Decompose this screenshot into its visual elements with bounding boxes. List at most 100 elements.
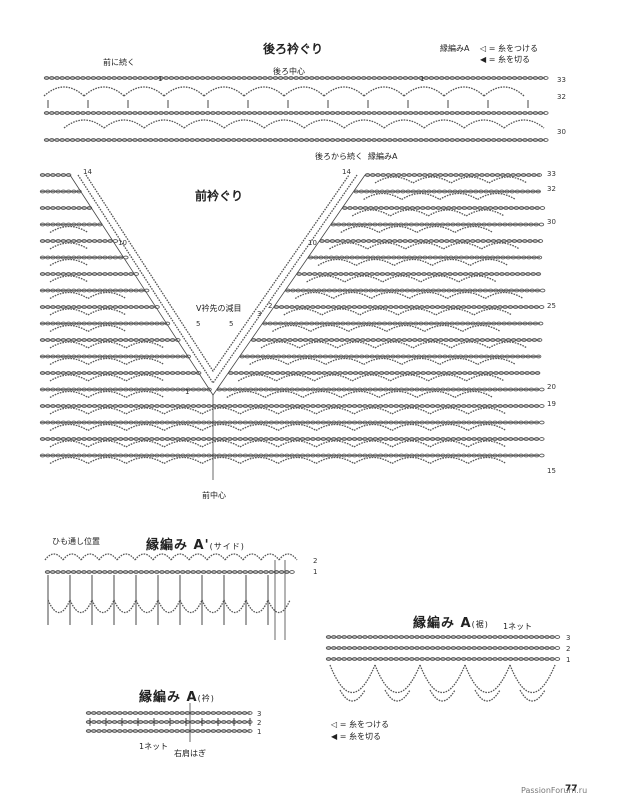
front-left-row-chain <box>86 387 93 392</box>
front-right-row-chain <box>413 222 420 227</box>
front-left-row-chain <box>50 272 56 276</box>
front-right-row-chain <box>398 222 404 227</box>
side-top-scallop <box>152 553 172 561</box>
front-right-arch <box>226 390 266 399</box>
front-left-row-chain <box>76 321 82 326</box>
back-bot-chain <box>511 138 518 142</box>
front-arch <box>125 423 165 432</box>
front-right-row-chain <box>490 338 496 342</box>
back-mid-chain <box>527 111 533 115</box>
front-row-chain <box>216 404 223 408</box>
back-top-chain <box>158 76 164 80</box>
collar-r2-chain <box>127 720 133 724</box>
front-row-chain <box>450 404 457 408</box>
front-left-row-chain <box>117 371 124 375</box>
collar-row-2: 2 <box>257 719 262 727</box>
hem-bot-chain <box>528 657 535 661</box>
front-right-row-chain <box>372 222 378 227</box>
front-row-chain <box>528 420 535 425</box>
front-left-row-chain <box>39 255 46 260</box>
front-right-row-chain <box>283 321 289 326</box>
back-row-32: 32 <box>557 93 566 101</box>
front-row-chain <box>102 453 108 458</box>
front-right-row-chain <box>260 354 266 359</box>
front-row-chain <box>154 404 160 408</box>
front-right-arch <box>310 324 349 333</box>
back-bot-chain <box>480 138 487 142</box>
front-row-chain <box>227 453 233 458</box>
hem-mid-chain <box>528 646 535 650</box>
front-right-row-chain <box>253 387 259 392</box>
front-row-chain <box>263 404 269 408</box>
back-top-chain <box>241 76 247 80</box>
front-right-row-chain <box>513 206 520 210</box>
front-arch <box>315 440 355 448</box>
front-row-chain <box>39 437 46 441</box>
front-right-row-chain <box>329 239 336 243</box>
side-chain-chain <box>128 570 134 574</box>
front-row-chain <box>216 437 223 441</box>
front-right-arch <box>397 308 437 316</box>
back-top-chain <box>314 76 320 80</box>
front-right-row-chain <box>405 272 412 276</box>
front-right-row-chain <box>489 173 496 177</box>
front-right-row-chain <box>470 239 476 243</box>
front-right-arch <box>389 209 429 217</box>
front-row-chain <box>263 453 269 458</box>
front-left-row-chain <box>117 288 124 293</box>
front-right-row-chain <box>533 387 540 392</box>
side-chain-chain <box>180 570 186 574</box>
front-right-row-chain <box>405 354 412 359</box>
front-row-chain <box>206 453 212 458</box>
front-left-row-chain <box>190 387 197 392</box>
front-row-chain <box>154 453 160 458</box>
back-mid-chain <box>423 111 429 115</box>
front-right-row-chain <box>310 305 316 309</box>
back-mid-chain <box>537 111 544 115</box>
front-right-row-chain <box>445 222 451 227</box>
back-mid-chain <box>491 111 497 115</box>
front-right-row-chain <box>368 288 374 293</box>
back-mid-chain <box>121 111 128 115</box>
front-right-row-chain <box>406 173 412 177</box>
hem-bot-chain <box>388 657 394 661</box>
front-right-row-chain <box>480 321 487 326</box>
hem-mid-chain <box>554 646 561 650</box>
front-right-row-chain <box>509 272 516 276</box>
front-left-arch <box>49 291 89 300</box>
front-right-arch <box>294 291 334 300</box>
back-bot-chain <box>381 138 388 142</box>
hem-bot-chain <box>346 657 353 661</box>
front-row-chain <box>185 437 191 441</box>
front-right-row-chain <box>380 173 386 177</box>
back-row-30: 30 <box>557 128 566 136</box>
front-row-chain <box>471 404 477 408</box>
front-right-row-chain <box>435 387 441 392</box>
back-top-chain <box>215 76 221 80</box>
front-right-row-chain <box>414 387 420 392</box>
front-right-row-chain <box>448 173 454 177</box>
hem-mid-chain <box>497 646 503 650</box>
front-left-row-chain <box>117 321 124 326</box>
front-left-row-chain <box>91 387 98 392</box>
front-row-chain <box>440 420 446 425</box>
front-row-chain <box>289 437 295 441</box>
hem-bot-chain <box>502 657 509 661</box>
front-left-row-chain <box>133 338 139 342</box>
front-row-chain <box>528 437 535 441</box>
front-row-chain <box>455 453 462 458</box>
front-left-row-chain <box>97 321 103 326</box>
back-bot-chain <box>147 138 154 142</box>
hem-top-chain <box>331 635 337 639</box>
back-mid-chain <box>402 111 409 115</box>
front-right-row-chain <box>403 387 410 392</box>
front-right-row-chain <box>324 321 331 326</box>
front-right-row-chain <box>321 288 327 293</box>
front-left-row-chain <box>55 255 61 260</box>
front-right-row-chain <box>279 387 285 392</box>
front-right-row-chain <box>293 321 299 326</box>
front-arch <box>163 407 203 415</box>
back-bot-chain <box>64 138 71 142</box>
front-left-row-chain <box>190 371 197 375</box>
front-row-chain <box>539 437 545 441</box>
